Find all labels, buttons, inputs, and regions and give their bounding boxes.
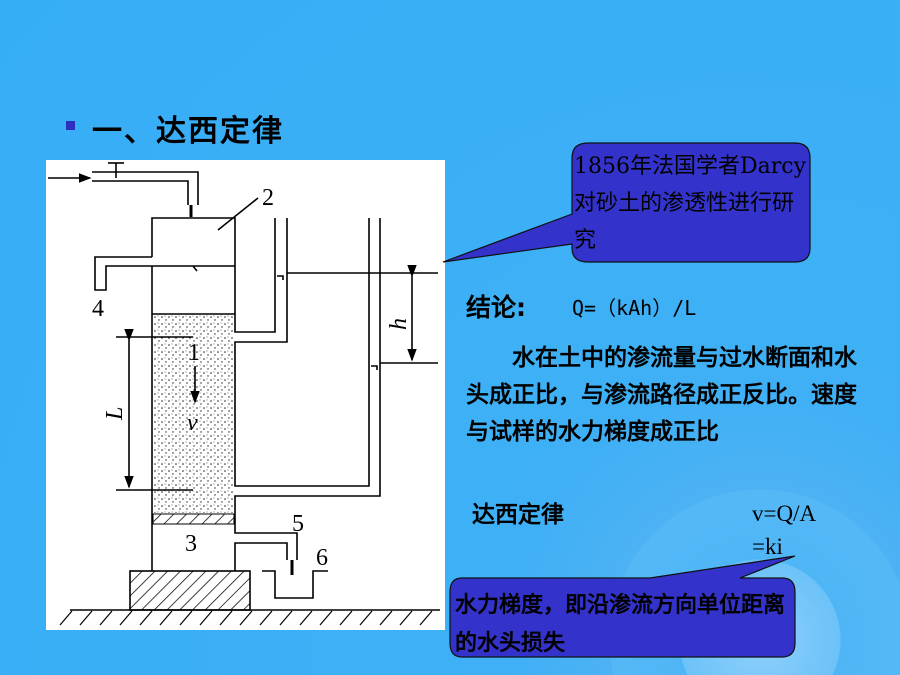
- label-6: 6: [316, 545, 328, 571]
- conclusion-formula: Q=（kAh）/L: [572, 296, 697, 320]
- label-h: h: [386, 318, 412, 330]
- label-2: 2: [262, 185, 274, 211]
- label-1: 1: [188, 340, 200, 366]
- soil-sample: [153, 314, 234, 513]
- column: [151, 217, 276, 333]
- explanation-text: 水在土中的渗流量与过水断面和水头成正比，与渗流路径成正反比。速度与试样的水力梯度…: [466, 345, 857, 445]
- darcy-equation: v=Q/A =ki: [752, 497, 816, 563]
- label-5: 5: [292, 511, 304, 537]
- callout-bottom-text: 水力梯度，即沿渗流方向单位距离的水头损失: [455, 593, 786, 656]
- explanation-paragraph: 水在土中的渗流量与过水断面和水头成正比，与渗流路径成正反比。速度与试样的水力梯度…: [466, 340, 876, 451]
- label-v: v: [187, 410, 198, 436]
- darcy-apparatus-diagram: [46, 160, 445, 630]
- equation-line-1: v=Q/A: [752, 501, 817, 526]
- bullet-icon: [66, 121, 75, 130]
- law-label: 达西定律: [472, 502, 564, 528]
- equation-line-2: =ki: [752, 534, 783, 559]
- callout-top-text: 1856年法国学者Darcy对砂土的渗透性进行研究: [574, 154, 807, 253]
- callout-bottom-bubble: [449, 555, 796, 658]
- filter-screen: [152, 513, 235, 525]
- callout-top-bubble: [442, 142, 811, 263]
- label-3: 3: [185, 531, 197, 557]
- label-L: L: [102, 407, 128, 421]
- label-4: 4: [92, 296, 104, 322]
- conclusion-label: 结论:: [466, 293, 526, 322]
- slide-title: 一、达西定律: [92, 114, 284, 149]
- base-block: [129, 570, 251, 611]
